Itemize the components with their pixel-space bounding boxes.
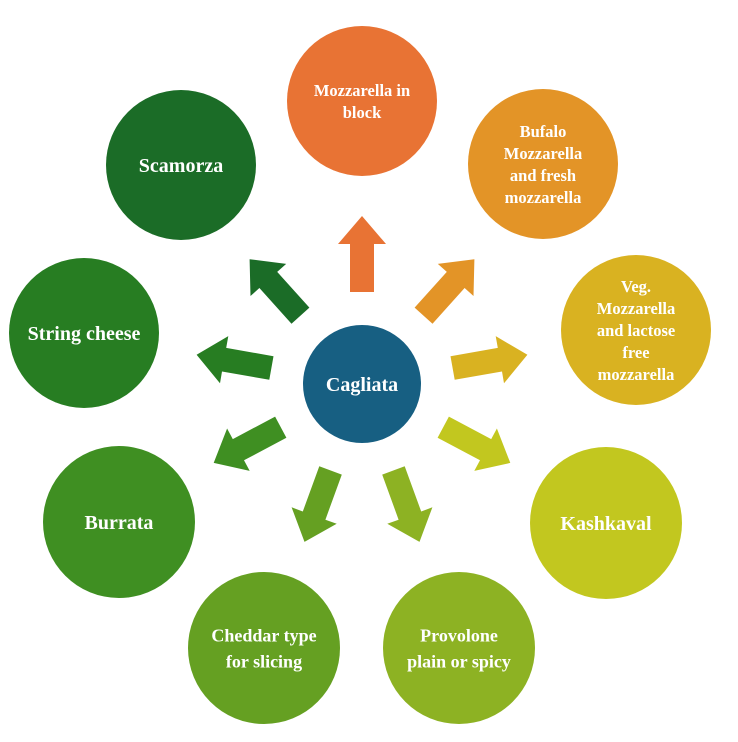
outcome-circle xyxy=(9,258,159,408)
outcome-label-line: Burrata xyxy=(85,512,154,534)
outcome-label-line: mozzarella xyxy=(598,365,675,384)
outcome-node: String cheese xyxy=(9,258,159,408)
arrow-down-right-icon xyxy=(437,416,511,471)
outcome-node: Mozzarella in block xyxy=(287,26,437,176)
arrow-left-icon xyxy=(196,336,274,384)
outcome-label: Veg. Mozzarella and lactose free mozzarella xyxy=(597,277,676,384)
outcome-label-line: Provolone xyxy=(420,625,498,645)
outcome-node: Cheddar type for slicing xyxy=(188,572,340,724)
outcome-label-line: and lactose xyxy=(597,321,675,340)
outcome-circle xyxy=(106,90,256,240)
outcome-circle xyxy=(383,572,535,724)
outcome-label-line: Kashkaval xyxy=(560,513,652,535)
outcome-label: Provolone plain or spicy xyxy=(407,625,511,671)
outcome-circle xyxy=(287,26,437,176)
outcome-label: Scamorza xyxy=(139,155,223,177)
outcome-label-line: Mozzarella xyxy=(504,144,583,163)
arrow-up-right-icon xyxy=(414,259,475,324)
arrows-layer xyxy=(196,216,528,542)
outcome-node: Scamorza xyxy=(106,90,256,240)
outcome-label-line: String cheese xyxy=(28,323,141,345)
outcome-label-line: and fresh xyxy=(510,166,576,185)
outcome-label-line: plain or spicy xyxy=(407,651,511,671)
center-label: Cagliata xyxy=(326,374,398,396)
arrow-down-icon xyxy=(291,466,342,542)
arrow-down-icon xyxy=(382,466,433,542)
arrow-up-left-icon xyxy=(249,259,310,324)
outcome-label: Kashkaval xyxy=(560,513,652,535)
outcome-node: Kashkaval xyxy=(530,447,682,599)
outcome-node: Provolone plain or spicy xyxy=(383,572,535,724)
outcome-circle xyxy=(43,446,195,598)
outcome-label-line: free xyxy=(622,343,649,362)
outcome-label-line: mozzarella xyxy=(505,188,582,207)
outcome-label-line: block xyxy=(343,103,382,122)
outcome-node: Veg. Mozzarella and lactose free mozzarella xyxy=(561,255,711,405)
outcome-label-line: Veg. xyxy=(621,277,651,296)
center-node: Cagliata xyxy=(303,325,421,443)
arrow-down-left-icon xyxy=(213,416,287,471)
outcome-label: Cheddar type for slicing xyxy=(211,625,316,671)
outcome-node: Burrata xyxy=(43,446,195,598)
outcome-label-line: Bufalo xyxy=(520,122,567,141)
outcome-circle xyxy=(561,255,711,405)
outcome-label: String cheese xyxy=(28,323,141,345)
outcome-label-line: for slicing xyxy=(226,651,302,671)
center-circle xyxy=(303,325,421,443)
outcome-label-line: Mozzarella in xyxy=(314,81,410,100)
arrow-up-icon xyxy=(338,216,386,292)
arrow-right-icon xyxy=(450,336,528,384)
outcome-label: Mozzarella in block xyxy=(314,81,410,122)
outcome-label-line: Cheddar type xyxy=(211,625,316,645)
outcome-circle xyxy=(530,447,682,599)
outcome-circle xyxy=(188,572,340,724)
outcome-label-line: Mozzarella xyxy=(597,299,676,318)
outcome-circle xyxy=(468,89,618,239)
outcome-label-line: Scamorza xyxy=(139,155,223,177)
outcome-label: Burrata xyxy=(85,512,154,534)
